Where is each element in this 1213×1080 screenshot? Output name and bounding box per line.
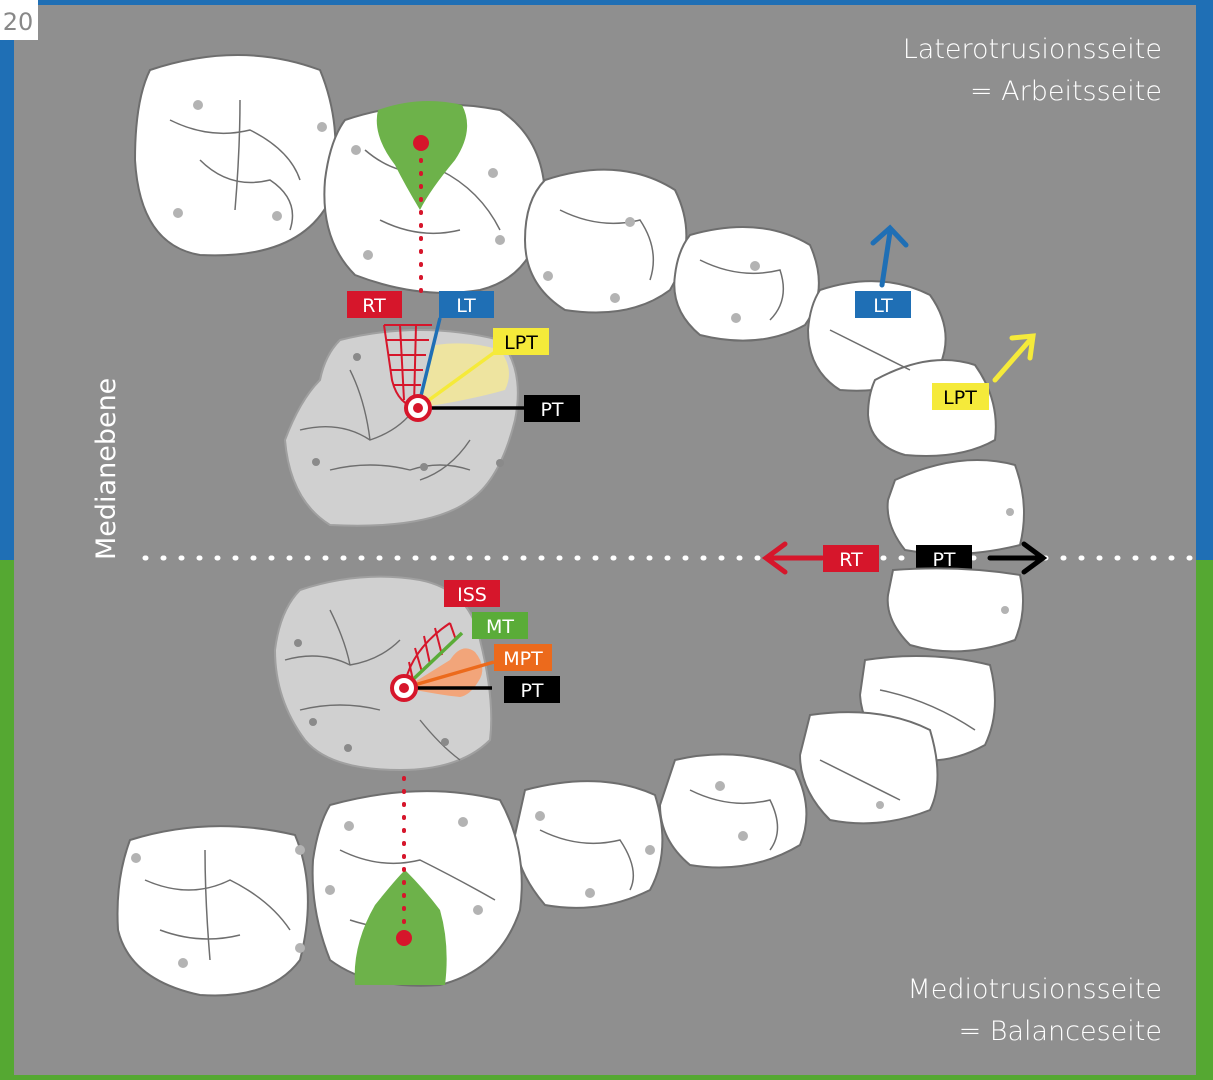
upper-fissures bbox=[169, 99, 911, 371]
lower-grey-dots bbox=[294, 639, 449, 752]
right-lt-badge bbox=[855, 291, 911, 318]
right-lpt-label: LPT bbox=[943, 387, 977, 409]
lower-central-incisor bbox=[886, 567, 1024, 653]
midline-rt-label: RT bbox=[839, 549, 863, 571]
lower-mpt-badge bbox=[494, 644, 552, 671]
figure-number: 20 bbox=[3, 8, 34, 36]
upper-pt-badge bbox=[524, 395, 580, 422]
lower-molar-2 bbox=[116, 825, 309, 997]
upper-lt-line bbox=[416, 317, 442, 409]
upper-molar-1 bbox=[323, 103, 547, 294]
upper-contact-point bbox=[413, 135, 429, 151]
upper-rt-badge bbox=[347, 291, 402, 318]
upper-grey-dots bbox=[312, 353, 504, 471]
upper-cusp-dots bbox=[173, 100, 1014, 516]
midline-rt-arrow bbox=[761, 541, 825, 575]
midline-pt-arrow bbox=[987, 541, 1048, 575]
lower-pt-badge bbox=[504, 676, 560, 703]
upper-lpt-badge bbox=[493, 328, 549, 355]
upper-pt-label: PT bbox=[540, 399, 563, 421]
right-lt-label: LT bbox=[873, 295, 893, 317]
midline-rt-badge bbox=[823, 545, 879, 572]
upper-premolar-1 bbox=[673, 226, 820, 342]
lower-premolar-2 bbox=[513, 780, 664, 909]
upper-lt-badge bbox=[439, 291, 494, 318]
upper-molar-2 bbox=[133, 54, 337, 257]
lower-mt-badge bbox=[472, 612, 528, 639]
upper-green-area bbox=[376, 101, 468, 210]
top-side-title: Laterotrusionsseite bbox=[903, 34, 1162, 65]
upper-lpt-label: LPT bbox=[504, 332, 538, 354]
lower-grey-fissures bbox=[284, 609, 461, 761]
lower-premolar-1 bbox=[658, 753, 808, 869]
lower-canine bbox=[798, 711, 939, 825]
upper-lt-label: LT bbox=[456, 295, 476, 317]
lower-mt-label: MT bbox=[486, 616, 514, 638]
lower-cusp-dots bbox=[131, 606, 1009, 968]
bottom-side-subtitle: = Balanceseite bbox=[959, 1016, 1162, 1047]
figure-number-box bbox=[0, 0, 38, 40]
upper-central-incisor bbox=[886, 459, 1025, 555]
lpt-arrow bbox=[992, 333, 1036, 383]
lower-mpt-area bbox=[405, 648, 483, 697]
lower-iss-badge bbox=[444, 580, 500, 607]
lt-arrow bbox=[870, 224, 909, 288]
right-lpt-badge bbox=[932, 383, 989, 410]
lower-iss-label: ISS bbox=[457, 584, 487, 606]
upper-lpt-line bbox=[416, 350, 497, 410]
lower-pt-label: PT bbox=[520, 680, 543, 702]
lower-grey-tooth bbox=[273, 575, 493, 772]
median-plane-label: Medianebene bbox=[91, 378, 122, 560]
upper-grey-fissures bbox=[299, 369, 471, 481]
midline-pt-label: PT bbox=[932, 549, 955, 571]
lower-mpt-line bbox=[403, 660, 495, 690]
lower-mpt-label: MPT bbox=[503, 648, 543, 670]
top-side-subtitle: = Arbeitsseite bbox=[970, 76, 1162, 107]
upper-premolar-2 bbox=[523, 168, 688, 314]
lower-green-area bbox=[354, 870, 447, 985]
upper-rt-label: RT bbox=[362, 295, 386, 317]
bottom-side-title: Mediotrusionsseite bbox=[907, 974, 1162, 1005]
lower-contact-point bbox=[396, 930, 412, 946]
